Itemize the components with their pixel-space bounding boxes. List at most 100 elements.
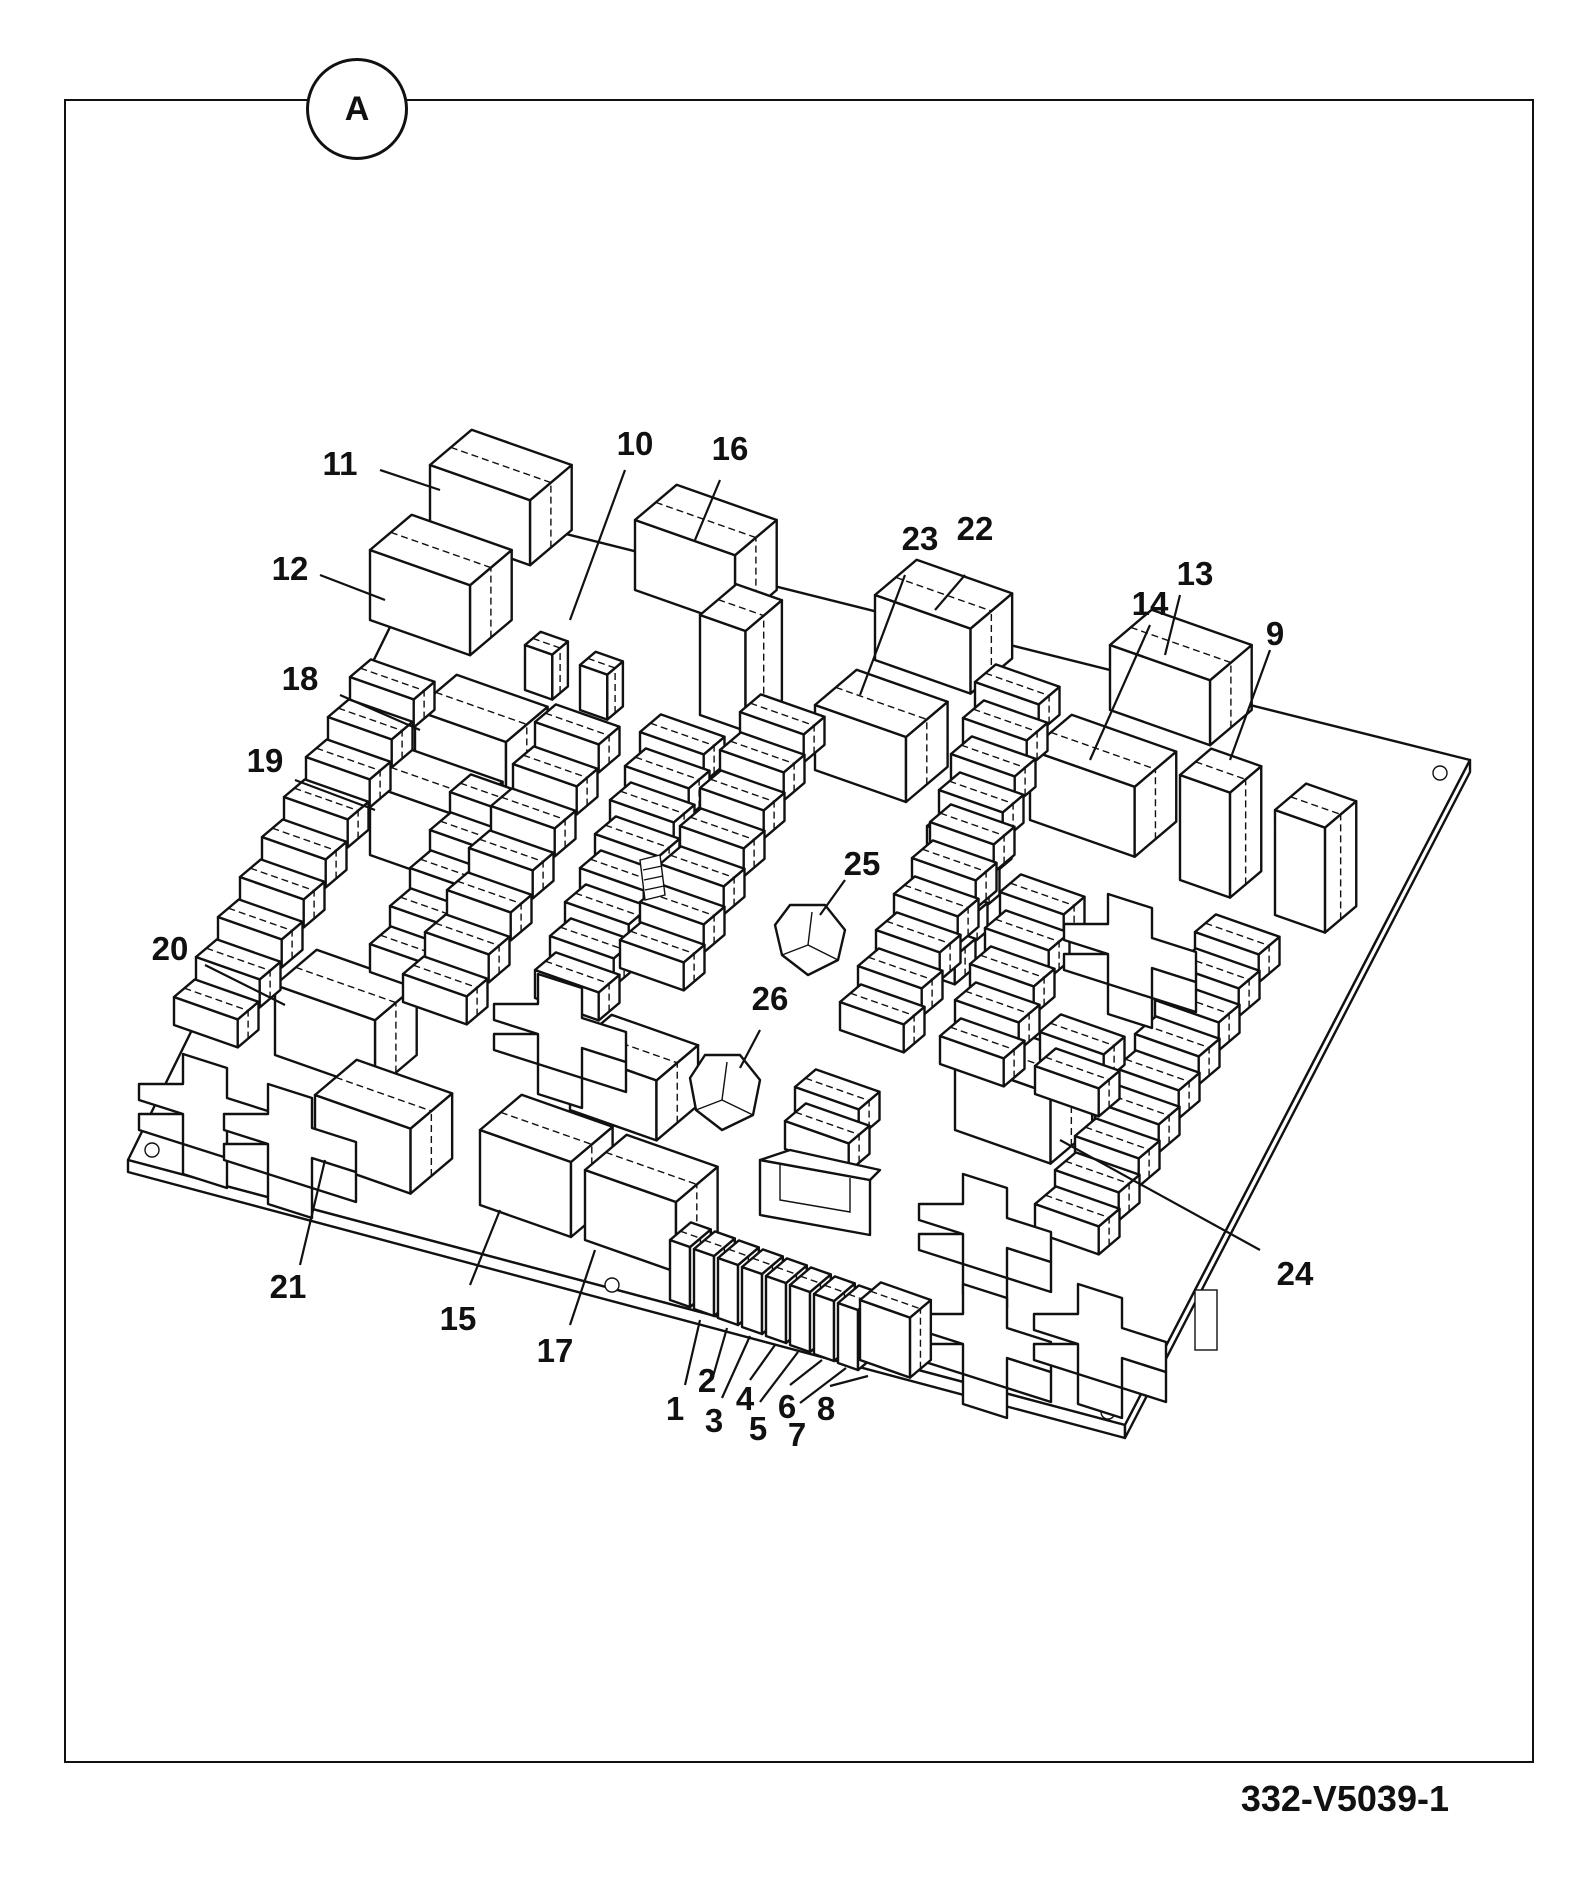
- socket-col-a-1: [348, 658, 436, 729]
- callout-label-20: 20: [152, 930, 189, 967]
- leader-line-15: [468, 1209, 502, 1286]
- callout-label-3: 3: [705, 1402, 723, 1439]
- leader-line-18: [339, 693, 421, 732]
- socket-col-e-7: [618, 921, 706, 992]
- fuse-holder-9: [1178, 747, 1263, 899]
- callout-label-9: 9: [1266, 615, 1284, 652]
- socket-col-c-7: [401, 955, 489, 1026]
- socket-col-c-3: [489, 787, 577, 858]
- callout-label-24: 24: [1277, 1255, 1314, 1292]
- relay-13: [1108, 608, 1253, 747]
- chip: [639, 854, 666, 901]
- leader-line-21: [298, 1159, 327, 1266]
- relay-12: [368, 513, 513, 657]
- socket-col-g-6: [838, 983, 926, 1054]
- socket-col-c-6: [423, 913, 511, 984]
- callout-label-7: 7: [788, 1416, 806, 1453]
- callout-label-26: 26: [752, 980, 789, 1017]
- relay-17: [583, 1133, 719, 1274]
- callout-label-18: 18: [282, 660, 319, 697]
- callout-label-13: 13: [1177, 555, 1214, 592]
- leader-line-25: [819, 879, 846, 916]
- leader-line-23: [858, 574, 907, 696]
- relay-14: [1028, 713, 1178, 858]
- relay-11: [428, 428, 573, 567]
- fuse-holder-right: [1273, 782, 1358, 934]
- callout-label-12: 12: [272, 550, 309, 587]
- diode-26: [688, 1053, 762, 1132]
- callout-label-22: 22: [957, 510, 994, 547]
- callout-label-8: 8: [817, 1390, 835, 1427]
- leader-line-12: [319, 573, 386, 602]
- callout-label-1: 1: [666, 1390, 684, 1427]
- leader-line-20: [204, 964, 286, 1006]
- leader-line-5: [759, 1351, 799, 1403]
- callout-label-15: 15: [440, 1300, 477, 1337]
- fuse-strip-end-cap: [858, 1281, 933, 1379]
- relay-23: [813, 668, 949, 804]
- leader-line-3: [720, 1335, 752, 1399]
- board-components: [137, 428, 1358, 1420]
- leader-line-6: [789, 1359, 823, 1386]
- leader-line-26: [739, 1029, 761, 1069]
- plus-block-4: [1062, 892, 1198, 1030]
- diode-25: [773, 903, 847, 977]
- leader-line-22: [934, 574, 966, 611]
- fuse-holder-10b: [578, 650, 625, 721]
- fuse-holder-10a: [523, 630, 570, 701]
- leader-line-8: [829, 1374, 869, 1388]
- drawing-reference-code: 332-V5039-1: [1240, 1778, 1449, 1819]
- leader-line-16: [693, 479, 722, 541]
- leader-line-17: [568, 1249, 597, 1326]
- callout-label-5: 5: [749, 1410, 767, 1447]
- socket-col-i-9: [1033, 1185, 1121, 1256]
- view-letter-badge: A: [306, 58, 408, 160]
- leader-line-19: [294, 778, 376, 812]
- callout-label-10: 10: [617, 425, 654, 462]
- socket-col-a-7: [216, 898, 304, 969]
- socket-col-c-1: [533, 703, 621, 774]
- callout-label-4: 4: [736, 1380, 755, 1417]
- leader-line-13: [1163, 594, 1182, 656]
- plus-block-3: [492, 972, 628, 1110]
- leader-line-11: [379, 468, 441, 492]
- callout-label-14: 14: [1132, 585, 1169, 622]
- relay-22: [873, 558, 1014, 695]
- leader-line-24: [1059, 1139, 1261, 1251]
- callout-label-19: 19: [247, 742, 284, 779]
- callout-label-25: 25: [844, 845, 881, 882]
- bridge-connector: [758, 1148, 882, 1237]
- callout-label-16: 16: [712, 430, 749, 467]
- socket-col-g-2: [910, 839, 998, 910]
- socket-col-c-4: [467, 829, 555, 900]
- leader-line-9: [1228, 649, 1272, 761]
- socket-col-a-9: [172, 978, 260, 1049]
- socket-pair-right-2: [1033, 1047, 1121, 1118]
- leader-line-10: [568, 469, 627, 621]
- callout-label-2: 2: [698, 1362, 716, 1399]
- socket-col-c-2: [511, 745, 599, 816]
- detail-frame: [64, 99, 1534, 1763]
- callout-label-6: 6: [778, 1388, 796, 1425]
- fuse-strip: [668, 1221, 933, 1379]
- leader-line-4: [749, 1344, 776, 1381]
- socket-col-a-4: [282, 778, 370, 849]
- socket-col-h-5: [938, 1017, 1026, 1088]
- callout-label-21: 21: [270, 1268, 307, 1305]
- relay-21: [313, 1058, 454, 1195]
- socket-col-a-5: [260, 818, 348, 889]
- socket-col-a-3: [304, 738, 392, 809]
- leader-line-14: [1088, 624, 1152, 761]
- leader-lines: [204, 468, 1272, 1404]
- leader-line-7: [799, 1367, 847, 1404]
- leader-line-2: [710, 1327, 729, 1381]
- socket-col-a-2: [326, 698, 414, 769]
- callout-label-11: 11: [323, 445, 358, 482]
- callout-label-17: 17: [537, 1332, 574, 1369]
- leader-line-1: [683, 1319, 702, 1386]
- callout-label-23: 23: [902, 520, 939, 557]
- plus-block-7: [1032, 1282, 1168, 1420]
